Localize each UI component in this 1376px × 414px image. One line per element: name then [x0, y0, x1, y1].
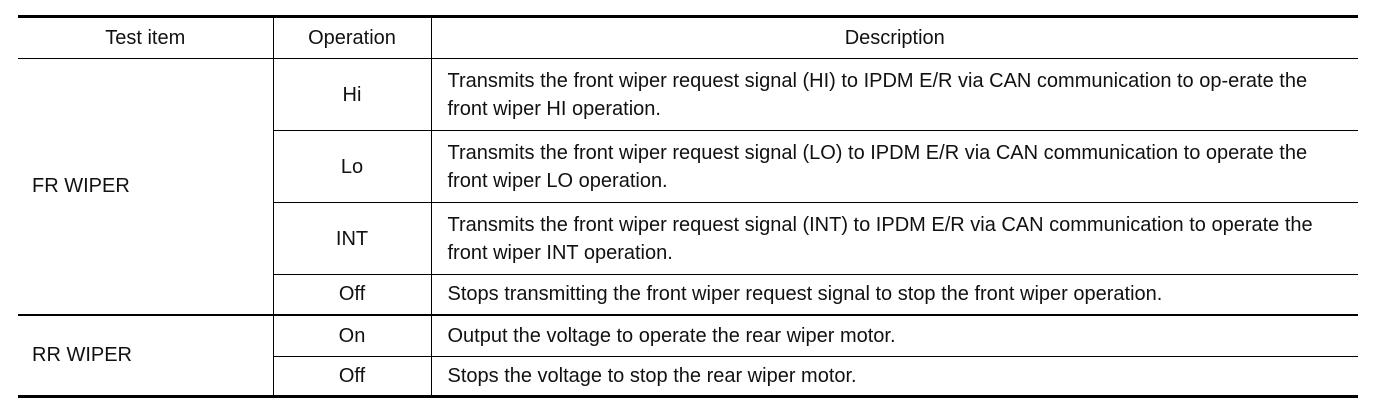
description-cell: Transmits the front wiper request signal… [430, 58, 1358, 131]
operation-cell: Off [272, 274, 431, 315]
description-cell: Output the voltage to operate the rear w… [430, 313, 1358, 357]
description-cell: Transmits the front wiper request signal… [430, 130, 1358, 203]
header-operation: Operation [272, 16, 431, 59]
table-row: FR WIPER Hi Transmits the front wiper re… [18, 58, 1358, 197]
operation-cell: Off [272, 356, 431, 397]
test-item-table: Test item Operation Description FR WIPER… [18, 15, 1358, 398]
operation-cell: Lo [272, 130, 431, 203]
operation-cell: Hi [272, 58, 431, 131]
description-cell: Stops transmitting the front wiper reque… [430, 274, 1358, 315]
operation-cell: INT [272, 202, 431, 275]
table-row: Off Stops transmitting the front wiper r… [18, 274, 1358, 315]
header-test-item: Test item [18, 16, 273, 59]
table-header-row: Test item Operation Description [18, 16, 1358, 59]
header-description: Description [430, 16, 1358, 59]
test-item-rr-wiper: RR WIPER [18, 313, 273, 397]
table-row: Lo Transmits the front wiper request sig… [18, 130, 1358, 203]
description-cell: Stops the voltage to stop the rear wiper… [430, 356, 1358, 397]
table-row: RR WIPER On Output the voltage to operat… [18, 313, 1358, 397]
table-row: INT Transmits the front wiper request si… [18, 202, 1358, 275]
test-item-fr-wiper: FR WIPER [32, 175, 130, 198]
table-row: Off Stops the voltage to stop the rear w… [18, 356, 1358, 397]
description-cell: Transmits the front wiper request signal… [430, 202, 1358, 275]
operation-cell: On [272, 313, 431, 357]
